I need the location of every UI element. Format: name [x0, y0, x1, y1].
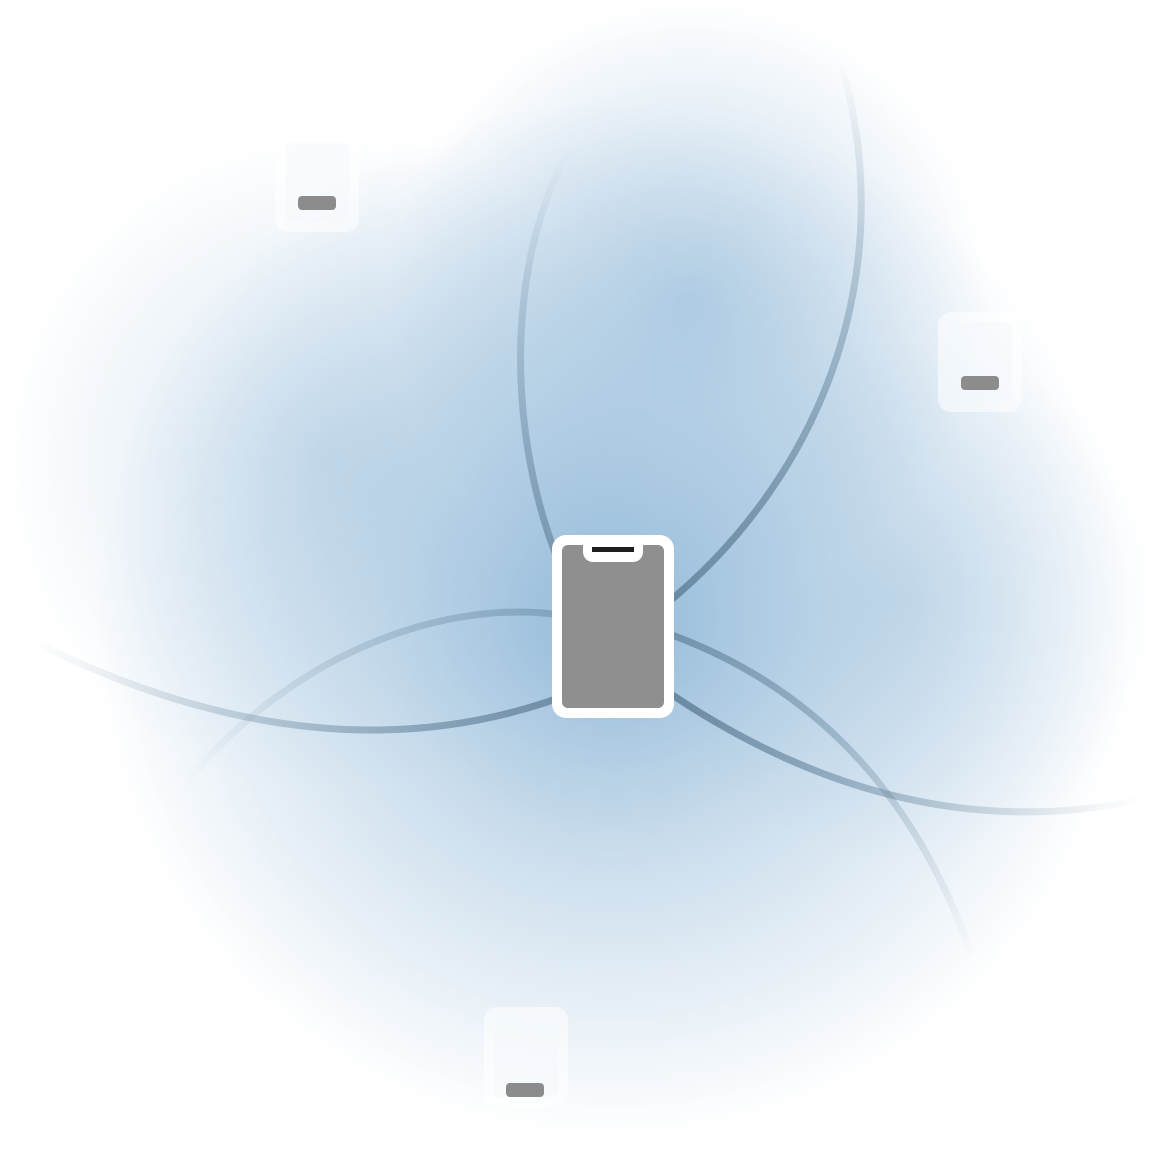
connection-arc [517, 77, 623, 567]
phone-screen [562, 545, 664, 708]
phone-screen [948, 322, 1012, 402]
phone-bar [506, 1083, 544, 1097]
phone-bar [961, 376, 999, 390]
phone-speaker [592, 547, 634, 552]
connection-arc [663, 687, 1141, 816]
phone-bar [298, 196, 336, 210]
connection-arc [670, 631, 979, 967]
connection-arc [662, 58, 865, 608]
satellite-smartphone-icon [276, 133, 358, 231]
connection-arc [177, 608, 561, 793]
satellite-smartphone-icon [939, 313, 1021, 411]
satellite-smartphone-icon [485, 1008, 567, 1106]
connection-arc [28, 636, 582, 734]
phone-screen [285, 142, 349, 222]
central-smartphone-icon [552, 535, 674, 718]
